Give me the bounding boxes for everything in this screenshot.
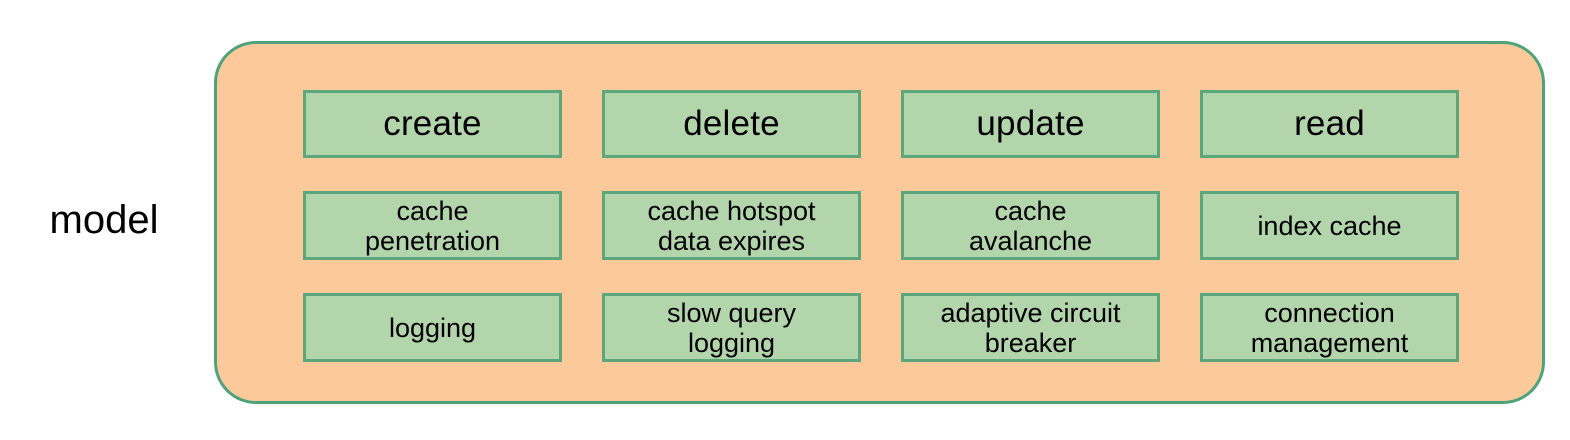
model-node-grid: create delete update read cache penetrat… xyxy=(303,90,1460,362)
node-delete[interactable]: delete xyxy=(602,90,861,158)
node-connection-management[interactable]: connection management xyxy=(1200,293,1459,362)
node-index-cache-label: index cache xyxy=(1257,210,1402,241)
node-update-label: update xyxy=(976,104,1085,143)
node-read-label: read xyxy=(1294,104,1365,143)
node-create[interactable]: create xyxy=(303,90,562,158)
node-slow-query-logging-label: slow query logging xyxy=(666,297,797,358)
node-cache-penetration-label: cache penetration xyxy=(364,195,501,256)
node-cache-penetration[interactable]: cache penetration xyxy=(303,191,562,260)
node-cache-hotspot-data-expires-label: cache hotspot data expires xyxy=(647,195,816,256)
node-create-label: create xyxy=(383,104,482,143)
node-adaptive-circuit-breaker[interactable]: adaptive circuit breaker xyxy=(901,293,1160,362)
node-delete-label: delete xyxy=(683,104,780,143)
node-cache-avalanche[interactable]: cache avalanche xyxy=(901,191,1160,260)
node-cache-avalanche-label: cache avalanche xyxy=(968,195,1093,256)
node-index-cache[interactable]: index cache xyxy=(1200,191,1459,260)
node-cache-hotspot-data-expires[interactable]: cache hotspot data expires xyxy=(602,191,861,260)
model-container: create delete update read cache penetrat… xyxy=(214,41,1545,404)
node-logging-label: logging xyxy=(388,312,477,343)
group-label-model: model xyxy=(49,198,159,242)
node-adaptive-circuit-breaker-label: adaptive circuit breaker xyxy=(940,297,1121,358)
node-logging[interactable]: logging xyxy=(303,293,562,362)
node-slow-query-logging[interactable]: slow query logging xyxy=(602,293,861,362)
node-update[interactable]: update xyxy=(901,90,1160,158)
node-connection-management-label: connection management xyxy=(1250,297,1409,358)
node-read[interactable]: read xyxy=(1200,90,1459,158)
